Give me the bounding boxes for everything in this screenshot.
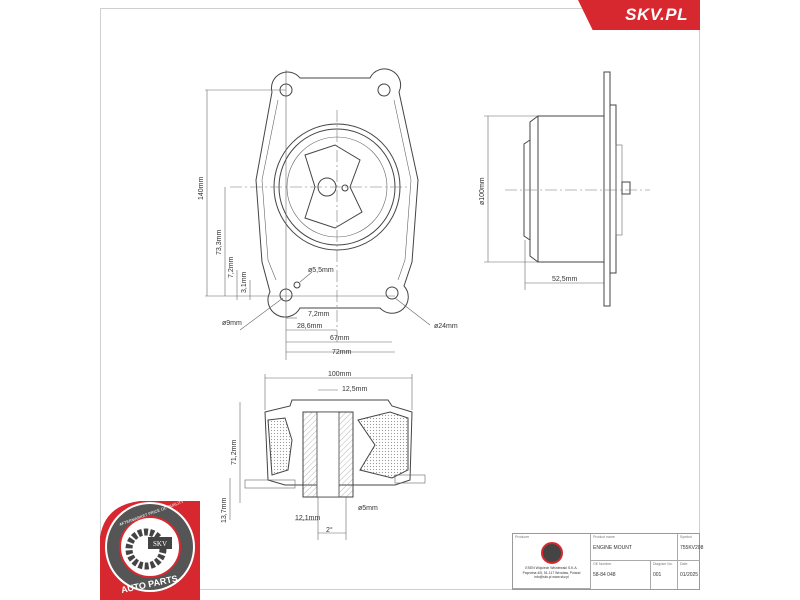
producer-label: Producer (515, 535, 530, 539)
dim-dia-24: ø24mm (434, 323, 458, 330)
producer-contact: info@skv.pl www.skv.pl (534, 575, 569, 579)
symbol-label: Symbol (680, 535, 692, 539)
date-cell: Date 01/2025 (678, 561, 700, 589)
dim-72: 72mm (332, 349, 352, 356)
dim-3-1: 3,1mm (241, 271, 248, 293)
dim-12-5: 12,5mm (342, 386, 367, 393)
dim-7-2-h: 7,2mm (308, 311, 330, 318)
product-name-cell: Product name ENGINE MOUNT (591, 534, 678, 561)
dim-100: 100mm (328, 371, 352, 378)
symbol-cell: Symbol 755KV208 (678, 534, 704, 561)
dim-73-3: 73,3mm (216, 230, 223, 255)
oe-number: 58-84 048 (593, 572, 616, 578)
diagram-no: 001 (653, 572, 662, 578)
dim-dia-5: ø5mm (358, 505, 378, 512)
dim-28-6: 28,6mm (297, 323, 322, 330)
producer-address: Paprotna 4/5, 51-117 Wrocław, Poland (522, 570, 581, 575)
top-view: 140mm 73,3mm 7,2mm 3,1mm ø5,5mm ø9mm ø24… (198, 68, 458, 360)
title-block: Producer ESEN Wojciech Wiśniewski S.K.A.… (512, 533, 704, 590)
date-label: Date (680, 562, 688, 566)
logo-center-text: SKV (153, 540, 167, 548)
dim-71-2: 71,2mm (231, 440, 238, 465)
skv-badge: SKV.PL (578, 0, 700, 30)
side-view: ø100mm 52,5mm (479, 71, 650, 307)
product-name: ENGINE MOUNT (593, 545, 632, 551)
dim-angle-2: 2° (326, 526, 333, 534)
drawing-frame (100, 8, 700, 590)
dim-67: 67mm (330, 335, 350, 342)
dim-13-7: 13,7mm (221, 498, 228, 523)
date: 01/2025 (680, 572, 699, 578)
oe-number-label: OE Number (593, 562, 612, 566)
diagram-no-label: Diagram No. (653, 562, 673, 566)
producer-logo-icon (540, 542, 563, 564)
diagram-no-cell: Diagram No. 001 (651, 561, 678, 589)
symbol: 755KV208 (680, 545, 704, 551)
dim-140: 140mm (198, 176, 205, 200)
skv-auto-parts-logo: SKV AUTO PARTS AFTERMARKET PRICE OE QUAL… (100, 499, 200, 600)
dim-52-5: 52,5mm (552, 276, 577, 283)
dim-hole-9: ø9mm (222, 320, 242, 327)
dim-dia-100: ø100mm (479, 177, 486, 205)
producer-cell: Producer ESEN Wojciech Wiśniewski S.K.A.… (513, 534, 591, 589)
badge-text: SKV.PL (625, 5, 688, 24)
section-view: 100mm 12,5mm 71,2mm 13,7mm 12,1mm 2° ø5m… (221, 371, 426, 540)
dim-12-1: 12,1mm (295, 515, 320, 522)
product-name-label: Product name (593, 535, 615, 539)
dim-hole-5-5: ø5,5mm (308, 267, 334, 274)
oe-number-cell: OE Number 58-84 048 (591, 561, 651, 589)
dim-7-2-v: 7,2mm (228, 256, 235, 278)
producer-name: ESEN Wojciech Wiśniewski S.K.A. (525, 566, 578, 570)
